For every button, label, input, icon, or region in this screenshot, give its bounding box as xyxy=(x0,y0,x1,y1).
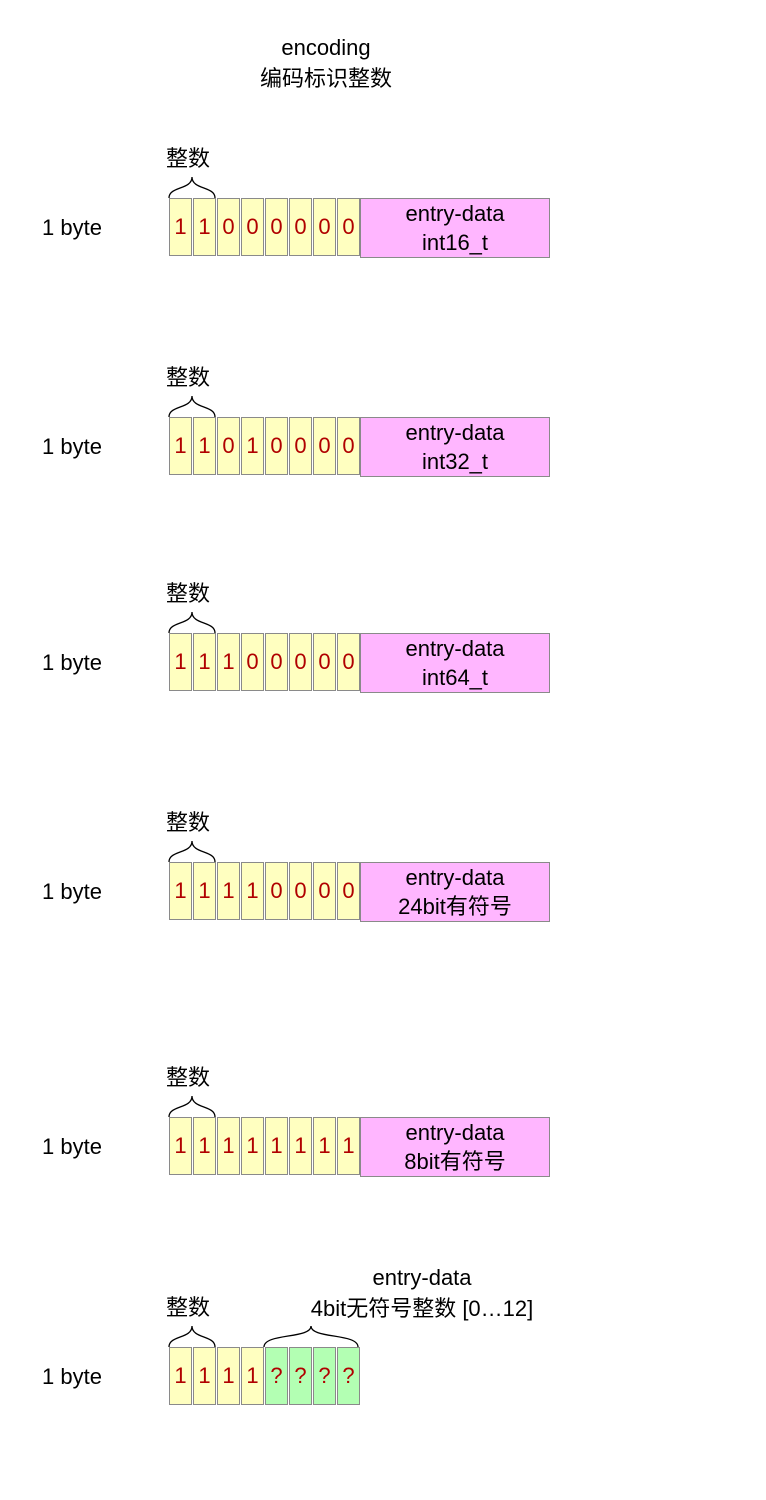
entry-data-label: entry-data xyxy=(405,636,505,661)
bit-cell: 1 xyxy=(217,1347,240,1405)
bit-cells: 1 1 1 1 1 1 1 1 xyxy=(169,1117,361,1175)
entry-data-brace xyxy=(263,1325,359,1348)
bit-cell: 0 xyxy=(313,862,336,920)
size-label: 1 byte xyxy=(42,650,102,675)
bit-cell: 0 xyxy=(337,633,360,691)
integer-brace xyxy=(168,840,216,863)
bit-cell: 1 xyxy=(169,862,192,920)
bit-cell: 1 xyxy=(193,862,216,920)
integer-brace-label: 整数 xyxy=(166,1065,211,1090)
data-bit-cell: ? xyxy=(289,1347,312,1405)
bit-cells: 1 1 1 1 ? ? ? ? xyxy=(169,1347,361,1405)
bit-cell: 0 xyxy=(265,862,288,920)
bit-cell: 1 xyxy=(217,633,240,691)
size-label: 1 byte xyxy=(42,434,102,459)
integer-brace-label: 整数 xyxy=(166,146,211,171)
title-line-2: 编码标识整数 xyxy=(259,66,392,91)
data-bit-cell: ? xyxy=(337,1347,360,1405)
integer-brace-label: 整数 xyxy=(166,581,211,606)
entry-data-label: entry-data xyxy=(405,201,505,226)
bit-cell: 1 xyxy=(193,1347,216,1405)
entry-data-box: entry-data int32_t xyxy=(360,417,550,477)
bit-cell: 0 xyxy=(265,417,288,475)
entry-data-type: 4bit无符号整数 [0…12] xyxy=(310,1296,534,1321)
bit-cells: 1 1 0 0 0 0 0 0 xyxy=(169,198,361,256)
bit-cell: 0 xyxy=(289,862,312,920)
integer-brace-label: 整数 xyxy=(166,810,211,835)
bit-cell: 1 xyxy=(193,198,216,256)
entry-data-label: entry-data xyxy=(372,1265,472,1290)
integer-brace xyxy=(168,1095,216,1118)
bit-cell: 1 xyxy=(217,862,240,920)
bit-cell: 1 xyxy=(241,1347,264,1405)
entry-data-type: int16_t xyxy=(421,230,489,255)
bit-cell: 1 xyxy=(289,1117,312,1175)
bit-cells: 1 1 1 0 0 0 0 0 xyxy=(169,633,361,691)
integer-brace xyxy=(168,1325,216,1348)
size-label: 1 byte xyxy=(42,215,102,240)
bit-cell: 0 xyxy=(289,417,312,475)
encoding-row-int16: 1 byte 1 1 0 0 0 0 0 0 entry-data int16_… xyxy=(0,198,766,258)
entry-data-label: entry-data xyxy=(405,1120,505,1145)
entry-data-box: entry-data 24bit有符号 xyxy=(360,862,550,922)
title-line-1: encoding xyxy=(281,35,371,60)
encoding-row-8bit: 1 byte 1 1 1 1 1 1 1 1 entry-data 8bit有符… xyxy=(0,1117,766,1177)
integer-brace xyxy=(168,611,216,634)
bit-cells: 1 1 0 1 0 0 0 0 xyxy=(169,417,361,475)
bit-cell: 0 xyxy=(241,633,264,691)
bit-cell: 1 xyxy=(169,1347,192,1405)
bit-cell: 1 xyxy=(313,1117,336,1175)
entry-data-label: entry-data xyxy=(405,865,505,890)
bit-cell: 1 xyxy=(241,862,264,920)
encoding-row-int64: 1 byte 1 1 1 0 0 0 0 0 entry-data int64_… xyxy=(0,633,766,693)
entry-data-type: int64_t xyxy=(421,665,489,690)
bit-cell: 1 xyxy=(241,417,264,475)
bit-cell: 0 xyxy=(313,417,336,475)
bit-cell: 0 xyxy=(289,633,312,691)
bit-cells: 1 1 1 1 0 0 0 0 xyxy=(169,862,361,920)
bit-cell: 1 xyxy=(217,1117,240,1175)
encoding-row-int32: 1 byte 1 1 0 1 0 0 0 0 entry-data int32_… xyxy=(0,417,766,477)
entry-data-type: int32_t xyxy=(421,449,489,474)
bit-cell: 0 xyxy=(337,198,360,256)
size-label: 1 byte xyxy=(42,879,102,904)
encoding-row-4bit: 1 byte 1 1 1 1 ? ? ? ? xyxy=(0,1347,766,1407)
data-bit-cell: ? xyxy=(265,1347,288,1405)
entry-data-box: entry-data int16_t xyxy=(360,198,550,258)
integer-brace-label: 整数 xyxy=(166,365,211,390)
bit-cell: 0 xyxy=(217,417,240,475)
bit-cell: 0 xyxy=(337,417,360,475)
bit-cell: 0 xyxy=(337,862,360,920)
entry-data-label: entry-data xyxy=(405,420,505,445)
bit-cell: 1 xyxy=(241,1117,264,1175)
bit-cell: 1 xyxy=(193,417,216,475)
integer-brace xyxy=(168,395,216,418)
entry-data-box: entry-data 8bit有符号 xyxy=(360,1117,550,1177)
bit-cell: 0 xyxy=(265,633,288,691)
entry-data-type: 8bit有符号 xyxy=(404,1149,506,1174)
bit-cell: 0 xyxy=(265,198,288,256)
size-label: 1 byte xyxy=(42,1364,102,1389)
bit-cell: 0 xyxy=(217,198,240,256)
bit-cell: 1 xyxy=(193,1117,216,1175)
entry-data-box: entry-data int64_t xyxy=(360,633,550,693)
bit-cell: 0 xyxy=(289,198,312,256)
bit-cell: 0 xyxy=(313,633,336,691)
integer-brace xyxy=(168,176,216,199)
bit-cell: 1 xyxy=(265,1117,288,1175)
bit-cell: 1 xyxy=(337,1117,360,1175)
bit-cell: 1 xyxy=(169,198,192,256)
bit-cell: 0 xyxy=(313,198,336,256)
entry-data-type: 24bit有符号 xyxy=(398,894,512,919)
bit-cell: 1 xyxy=(169,417,192,475)
integer-brace-label: 整数 xyxy=(166,1295,211,1320)
size-label: 1 byte xyxy=(42,1134,102,1159)
bit-cell: 1 xyxy=(169,633,192,691)
encoding-row-24bit: 1 byte 1 1 1 1 0 0 0 0 entry-data 24bit有… xyxy=(0,862,766,922)
data-bit-cell: ? xyxy=(313,1347,336,1405)
bit-cell: 1 xyxy=(169,1117,192,1175)
bit-cell: 1 xyxy=(193,633,216,691)
bit-cell: 0 xyxy=(241,198,264,256)
